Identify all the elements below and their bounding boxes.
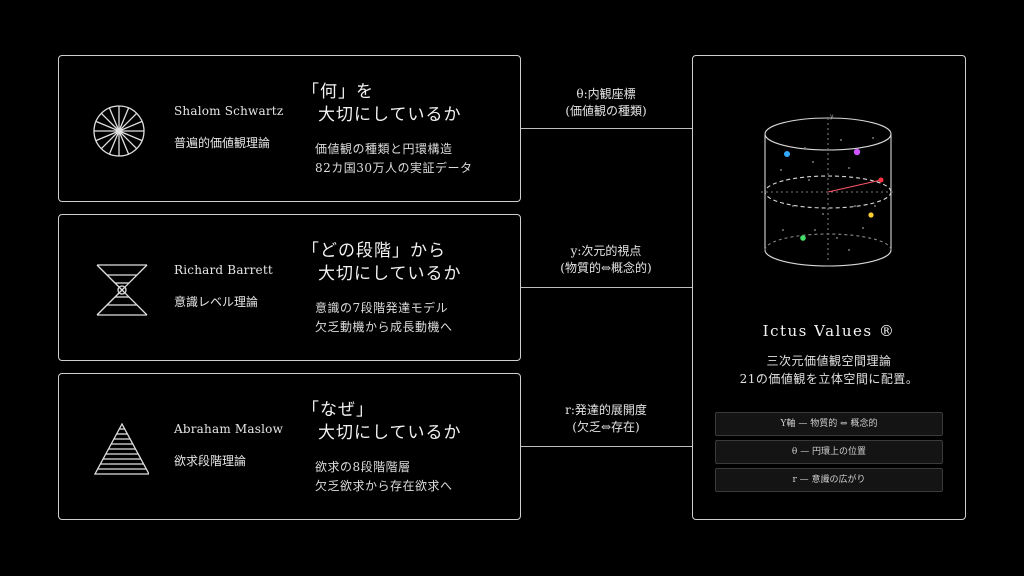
value-point — [853, 148, 861, 156]
maslow-card: Abraham Maslow 欲求段階理論 「なぜ」 大切にしているか 欲求の8… — [58, 373, 521, 520]
legend-theta: θ — 円環上の位置 — [715, 440, 943, 464]
theory-name: 欲求段階理論 — [174, 454, 247, 468]
connector-line — [521, 287, 692, 288]
axis-label-line-1: y:次元的視点 — [570, 244, 642, 258]
value-point — [800, 235, 806, 241]
subtitle-line-2: 21の価値観を立体空間に配置。 — [739, 372, 919, 386]
description: 欲求の8段階階層 欠乏欲求から存在欲求へ — [315, 458, 453, 496]
legend-y-axis: Y軸 — 物質的 ⇔ 概念的 — [715, 412, 943, 436]
question: 「どの段階」から 大切にしているか — [302, 240, 462, 286]
question-line-2: 大切にしているか — [318, 264, 462, 284]
theory-name: 意識レベル理論 — [174, 295, 259, 309]
theory-name: 普遍的価値観理論 — [174, 136, 271, 150]
question: 「なぜ」 大切にしているか — [302, 399, 462, 445]
pyramid-icon — [93, 422, 149, 475]
value-point — [868, 212, 874, 218]
question: 「何」を 大切にしているか — [302, 81, 462, 127]
schwartz-card: Shalom Schwartz 普遍的価値観理論 「何」を 大切にしているか 価… — [58, 55, 521, 202]
connector-line — [521, 128, 692, 129]
barrett-card: Richard Barrett 意識レベル理論 「どの段階」から 大切にしている… — [58, 214, 521, 361]
question-line-1: 「なぜ」 — [302, 400, 374, 420]
axis-label-line-1: r:発達的展開度 — [565, 403, 647, 417]
description: 意識の7段階発達モデル 欠乏動機から成長動機へ — [315, 299, 453, 337]
description-line-1: 意識の7段階発達モデル — [315, 301, 449, 315]
theorist-name: Abraham Maslow — [174, 422, 284, 436]
legend-r: r — 意識の広がり — [715, 468, 943, 492]
axis-label-theta: θ:内観座標 (価値観の種類) — [521, 86, 691, 120]
description-line-2: 欠乏動機から成長動機へ — [315, 320, 453, 334]
hourglass-icon — [96, 264, 148, 316]
description-line-1: 価値観の種類と円環構造 — [315, 142, 453, 156]
axis-label-r: r:発達的展開度 (欠乏⇔存在) — [521, 402, 691, 436]
theorist-name: Shalom Schwartz — [174, 104, 284, 118]
connector-line — [521, 446, 692, 447]
axis-label-line-2: (欠乏⇔存在) — [572, 420, 640, 434]
description-line-1: 欲求の8段階階層 — [315, 460, 411, 474]
subtitle-line-1: 三次元価値観空間理論 — [766, 354, 892, 368]
cylinder-axis-label: y — [830, 113, 834, 120]
question-line-2: 大切にしているか — [318, 423, 462, 443]
question-line-1: 「どの段階」から — [302, 241, 446, 261]
axis-label-line-1: θ:内観座標 — [576, 87, 636, 101]
question-line-2: 大切にしているか — [318, 105, 462, 125]
cylinder-3d-icon: y — [761, 113, 895, 267]
value-point — [784, 151, 790, 157]
description-line-2: 欠乏欲求から存在欲求へ — [315, 479, 453, 493]
value-point — [878, 177, 884, 183]
brand-title: Ictus Values ® — [762, 322, 896, 340]
wheel-icon — [93, 105, 145, 157]
axis-label-y: y:次元的視点 (物質的⇔概念的) — [521, 243, 691, 277]
description: 価値観の種類と円環構造 82カ国30万人の実証データ — [315, 140, 473, 178]
axis-label-line-2: (価値観の種類) — [565, 104, 647, 118]
axis-label-line-2: (物質的⇔概念的) — [560, 261, 652, 275]
question-line-1: 「何」を — [302, 82, 374, 102]
theorist-name: Richard Barrett — [174, 263, 273, 277]
ictus-values-card: y Ictus Values ® 三次元価値観空間理論 21の価値観を立体空間に… — [692, 55, 966, 520]
description-line-2: 82カ国30万人の実証データ — [315, 161, 473, 175]
